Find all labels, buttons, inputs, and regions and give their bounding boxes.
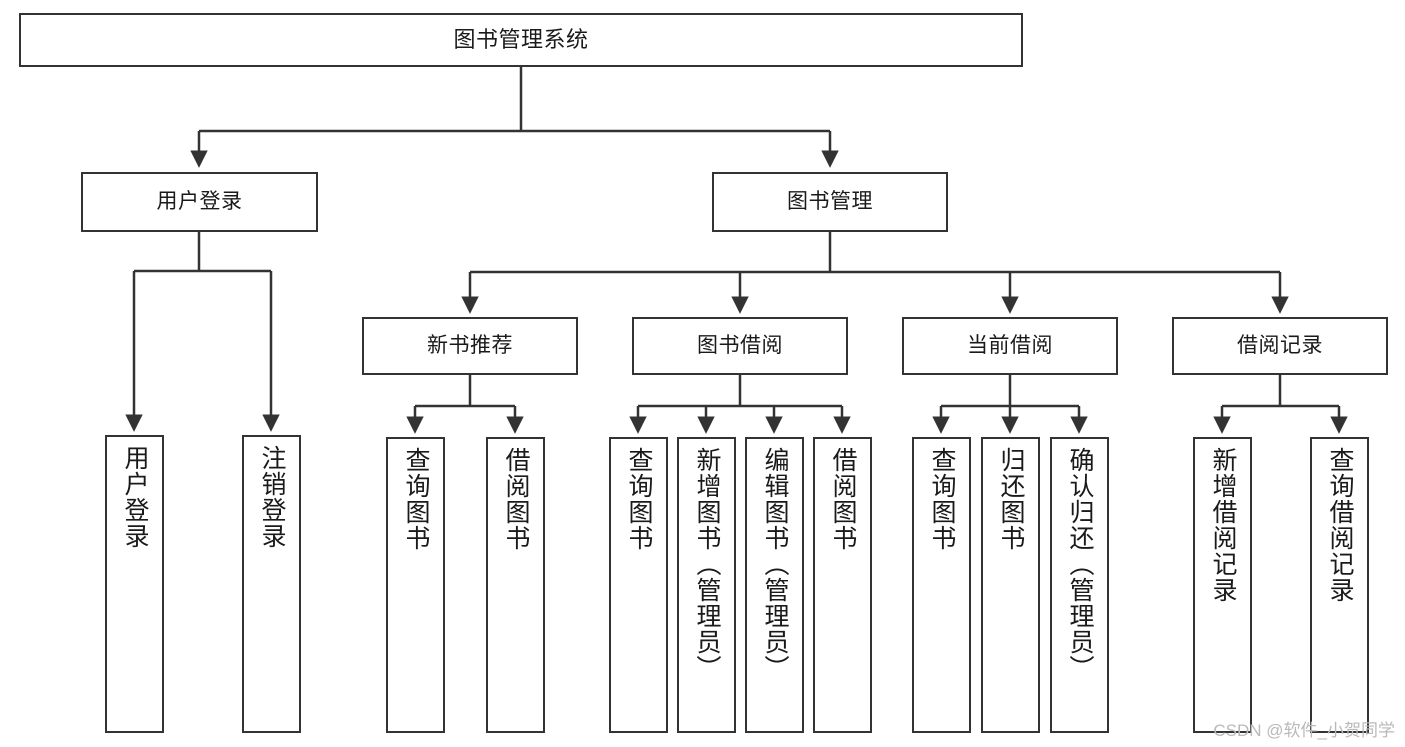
leaf-query-book-1[interactable]: 查询图书 — [386, 437, 445, 733]
node-current-borrow[interactable]: 当前借阅 — [902, 317, 1118, 375]
leaf-borrow-book-1-label: 借阅图书 — [502, 447, 530, 551]
leaf-query-book-1-label: 查询图书 — [402, 447, 430, 551]
leaf-query-borrow-record-label: 查询借阅记录 — [1326, 447, 1354, 603]
leaf-return-book-label: 归还图书 — [997, 447, 1025, 551]
leaf-query-book-2[interactable]: 查询图书 — [609, 437, 668, 733]
node-new-book-recommend[interactable]: 新书推荐 — [362, 317, 578, 375]
leaf-query-book-3[interactable]: 查询图书 — [912, 437, 971, 733]
node-user-login-label: 用户登录 — [156, 189, 243, 213]
leaf-add-borrow-record[interactable]: 新增借阅记录 — [1193, 437, 1252, 733]
leaf-query-borrow-record[interactable]: 查询借阅记录 — [1310, 437, 1369, 733]
leaf-borrow-book-2[interactable]: 借阅图书 — [813, 437, 872, 733]
node-borrow-records-label: 借阅记录 — [1237, 333, 1323, 357]
node-current-borrow-label: 当前借阅 — [967, 333, 1053, 357]
node-new-book-recommend-label: 新书推荐 — [427, 333, 513, 357]
leaf-query-book-2-label: 查询图书 — [625, 447, 653, 551]
leaf-add-book-label: 新增图书（管理员） — [693, 447, 721, 681]
leaf-confirm-return[interactable]: 确认归还（管理员） — [1050, 437, 1109, 733]
leaf-query-book-3-label: 查询图书 — [928, 447, 956, 551]
leaf-add-borrow-record-label: 新增借阅记录 — [1209, 447, 1237, 603]
leaf-user-logout[interactable]: 注销登录 — [242, 435, 301, 733]
node-book-borrow[interactable]: 图书借阅 — [632, 317, 848, 375]
node-book-management[interactable]: 图书管理 — [712, 172, 948, 232]
leaf-borrow-book-2-label: 借阅图书 — [829, 447, 857, 551]
node-user-login[interactable]: 用户登录 — [81, 172, 318, 232]
leaf-edit-book-label: 编辑图书（管理员） — [761, 447, 789, 681]
csdn-watermark: CSDN @软件_小贺同学 — [1213, 721, 1395, 740]
leaf-borrow-book-1[interactable]: 借阅图书 — [486, 437, 545, 733]
node-book-borrow-label: 图书借阅 — [697, 333, 783, 357]
node-book-management-label: 图书管理 — [787, 189, 873, 213]
leaf-confirm-return-label: 确认归还（管理员） — [1066, 447, 1094, 681]
leaf-user-login[interactable]: 用户登录 — [105, 435, 164, 733]
node-borrow-records[interactable]: 借阅记录 — [1172, 317, 1388, 375]
node-root[interactable]: 图书管理系统 — [19, 13, 1023, 67]
leaf-user-login-label: 用户登录 — [121, 445, 149, 549]
node-root-label: 图书管理系统 — [453, 27, 589, 53]
leaf-return-book[interactable]: 归还图书 — [981, 437, 1040, 733]
leaf-edit-book[interactable]: 编辑图书（管理员） — [745, 437, 804, 733]
leaf-add-book[interactable]: 新增图书（管理员） — [677, 437, 736, 733]
leaf-user-logout-label: 注销登录 — [258, 445, 286, 549]
